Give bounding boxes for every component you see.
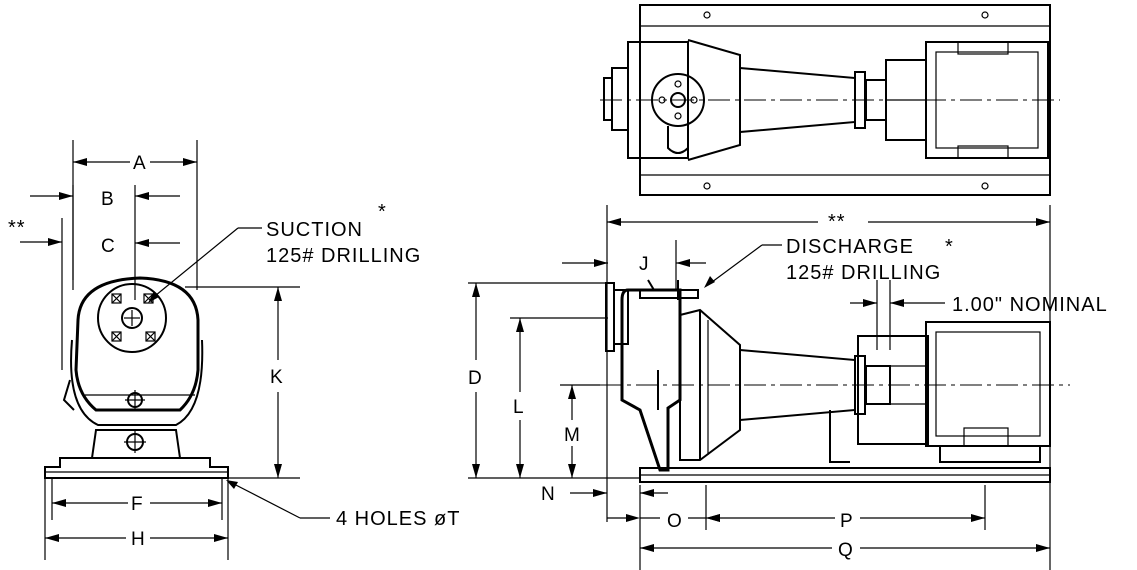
dim-k: K xyxy=(270,367,283,388)
holes-note: 4 HOLES øT xyxy=(336,508,460,530)
end-view: A B C ** K F H SUCTION * 125# DRILLING xyxy=(8,140,460,560)
dim-a: A xyxy=(133,153,146,174)
dim-b: B xyxy=(101,189,114,210)
dim-q: Q xyxy=(838,540,853,561)
dim-f: F xyxy=(131,494,143,515)
dim-c: C xyxy=(101,236,115,257)
dim-overall-double-star: ** xyxy=(828,211,846,233)
dim-h: H xyxy=(131,529,145,550)
dim-j: J xyxy=(639,254,649,275)
plan-view xyxy=(600,4,1060,196)
discharge-star: * xyxy=(945,236,954,258)
dim-m: M xyxy=(564,425,580,446)
suction-star: * xyxy=(378,201,387,223)
dim-d: D xyxy=(468,368,482,389)
nominal-note: 1.00" NOMINAL xyxy=(952,294,1108,316)
dim-p: P xyxy=(840,511,853,532)
dim-l: L xyxy=(513,397,524,418)
suction-label: SUCTION xyxy=(266,219,363,241)
suction-drilling: 125# DRILLING xyxy=(266,245,421,267)
dim-o: O xyxy=(667,511,682,532)
side-view: ** D L xyxy=(468,205,1108,570)
discharge-drilling: 125# DRILLING xyxy=(786,262,941,284)
dim-n: N xyxy=(541,484,555,505)
dim-double-star-left: ** xyxy=(8,217,26,239)
discharge-label: DISCHARGE xyxy=(786,236,914,258)
